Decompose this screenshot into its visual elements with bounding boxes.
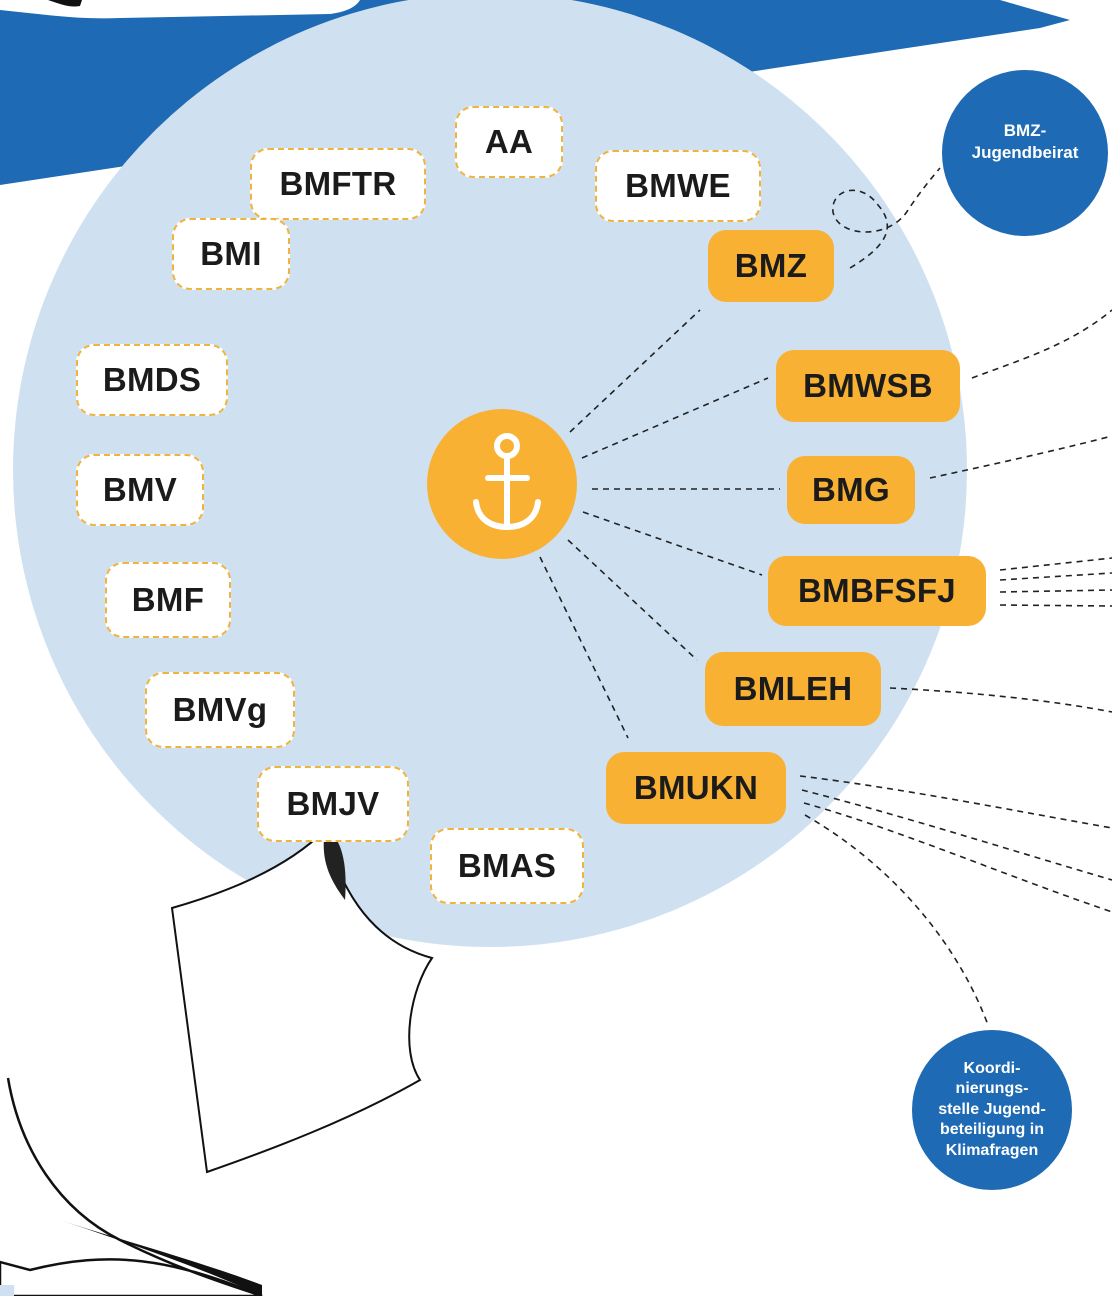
line-bmukn-out-2 <box>801 789 1112 881</box>
bubble-line: beteiligung in <box>939 1121 1044 1139</box>
line-anchor-bmwsb <box>581 377 769 459</box>
ministry-bmds: BMDS <box>76 344 228 416</box>
line-bmg-out <box>929 435 1112 479</box>
ministry-bmas: BMAS <box>430 828 584 904</box>
bottom-paper-edge <box>0 1077 263 1296</box>
ministry-bmwe: BMWE <box>595 150 761 222</box>
line-anchor-bmbfsfj <box>582 511 763 576</box>
line-bmz-loop <box>832 167 941 269</box>
line-bmwsb-out <box>971 309 1112 379</box>
torn-paper-shape <box>0 0 360 19</box>
line-bmbfsfj-out-3 <box>999 589 1112 593</box>
bubble-line: Klimafragen <box>945 1141 1039 1159</box>
line-bmleh-out <box>889 687 1112 713</box>
ministry-bmv: BMV <box>76 454 204 526</box>
bubble-line: BMZ- <box>1003 121 1047 141</box>
bmz-youth-advisory-bubble: BMZ- Jugendbeirat <box>942 70 1108 236</box>
line-bmukn-out-1 <box>799 775 1112 829</box>
line-bmukn-climate <box>804 814 989 1026</box>
ministry-aa: AA <box>455 106 563 178</box>
ministry-bmleh: BMLEH <box>705 652 881 726</box>
black-mark-shape <box>48 0 82 7</box>
climate-youth-bubble: Koordi- nierungs- stelle Jugend- beteili… <box>912 1030 1072 1190</box>
bubble-line: stelle Jugend- <box>938 1100 1046 1118</box>
paper-fold-shadow <box>323 830 346 900</box>
ministry-bmz: BMZ <box>708 230 834 302</box>
line-anchor-bmukn <box>539 556 629 739</box>
bubble-line: Koordi- <box>963 1059 1021 1077</box>
anchor-icon <box>473 433 541 531</box>
line-bmbfsfj-out-4 <box>999 604 1112 607</box>
paper-curl-shape <box>170 828 434 1174</box>
ministry-bmf: BMF <box>105 562 231 638</box>
ministry-bmukn: BMUKN <box>606 752 786 824</box>
connector-lines <box>539 167 1112 1026</box>
bubble-line: Jugendbeirat <box>971 143 1079 162</box>
line-bmbfsfj-out-1 <box>999 557 1112 571</box>
line-bmukn-out-3 <box>803 802 1112 913</box>
ministry-bmwsb: BMWSB <box>776 350 960 422</box>
bottom-blue-corner <box>0 1285 14 1296</box>
line-anchor-bmz <box>569 309 701 433</box>
ministry-bmjv: BMJV <box>257 766 409 842</box>
ministry-bmftr: BMFTR <box>250 148 426 220</box>
anchor-node <box>427 409 577 559</box>
ministry-bmg: BMG <box>787 456 915 524</box>
line-bmbfsfj-out-2 <box>999 572 1112 581</box>
line-anchor-bmleh <box>567 539 698 661</box>
ministry-bmi: BMI <box>172 218 290 290</box>
bubble-line: nierungs- <box>955 1080 1029 1098</box>
ministry-bmvg: BMVg <box>145 672 295 748</box>
ministry-bmbfsfj: BMBFSFJ <box>768 556 986 626</box>
